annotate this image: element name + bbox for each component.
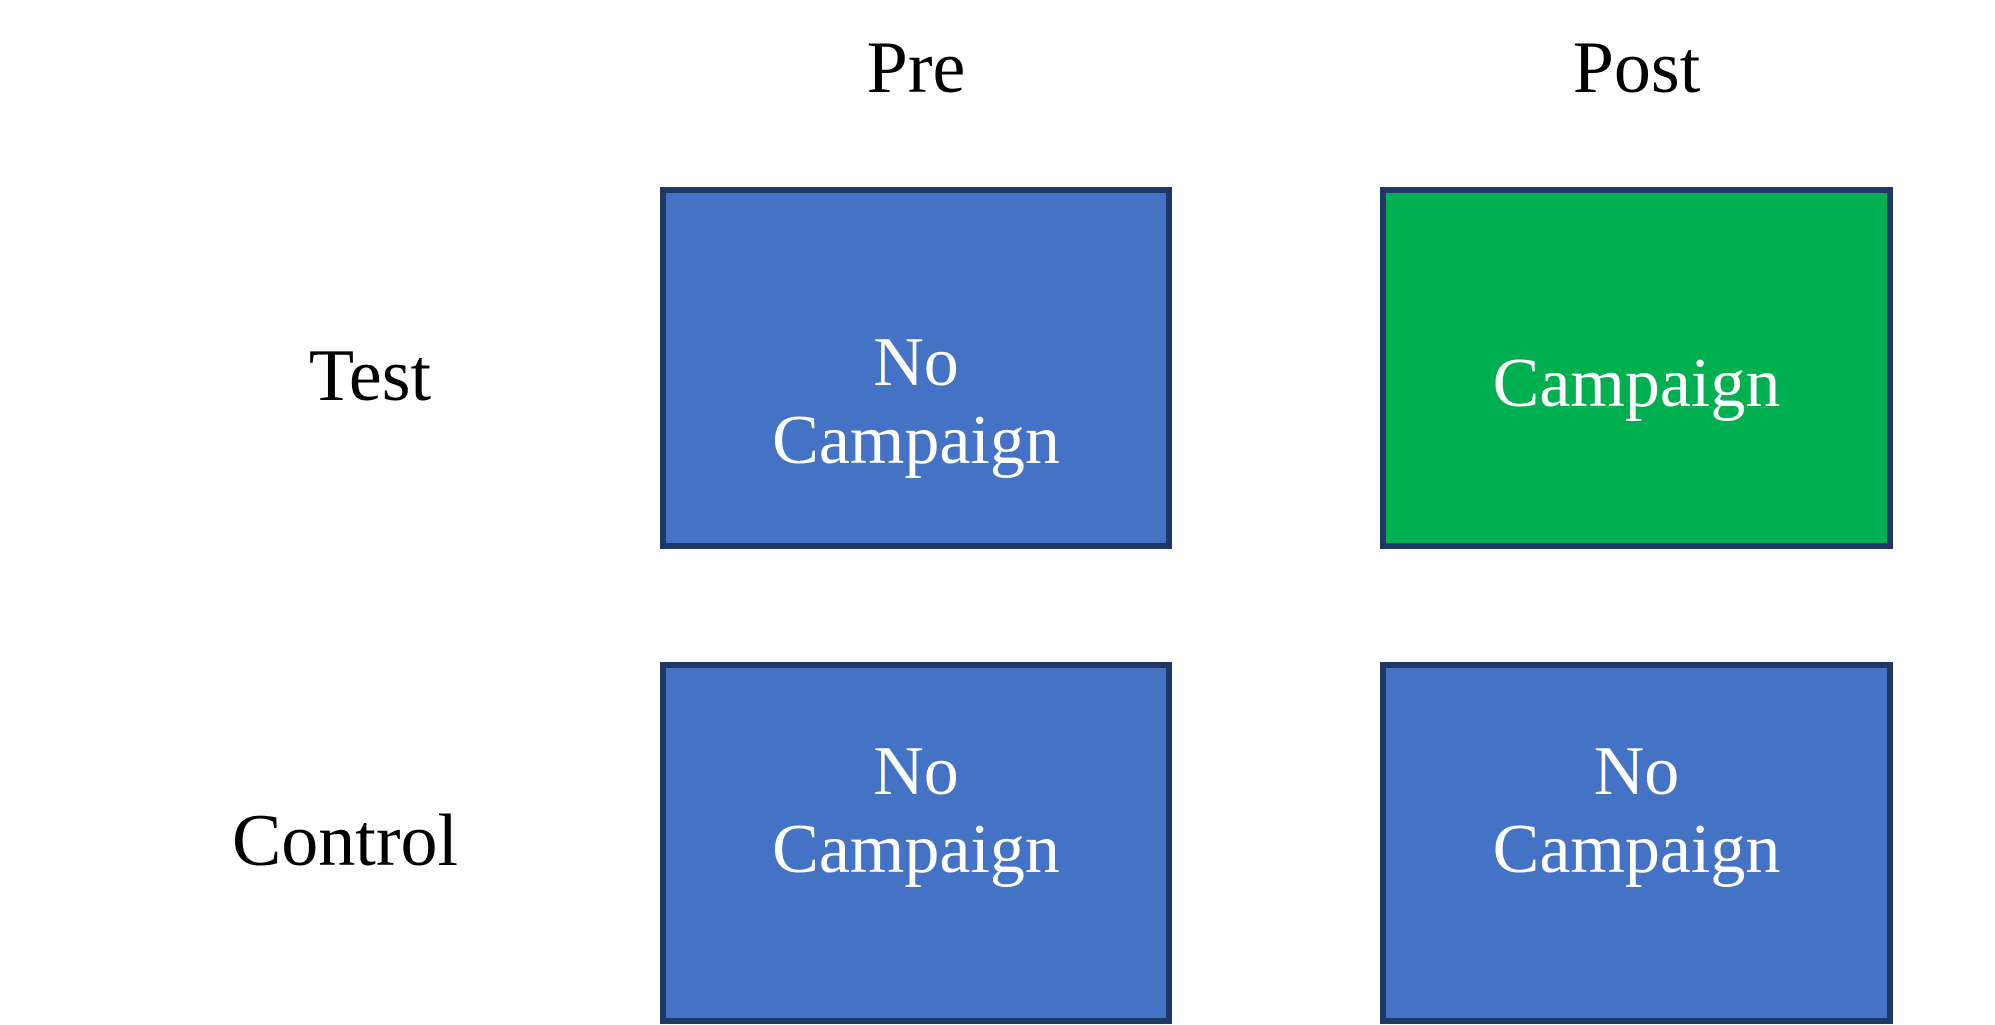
matrix-cell-test-post[interactable]: Campaign <box>1380 187 1893 549</box>
row-header-test: Test <box>308 335 432 417</box>
matrix-cell-test-pre[interactable]: No Campaign <box>660 187 1172 549</box>
matrix-cell-label: No Campaign <box>1492 732 1781 888</box>
column-header-post: Post <box>1572 27 1701 109</box>
column-header-pre: Pre <box>866 27 966 109</box>
matrix-cell-control-post[interactable]: No Campaign <box>1380 662 1893 1024</box>
matrix-cell-label: Campaign <box>1492 344 1781 422</box>
matrix-cell-label: No Campaign <box>772 732 1060 888</box>
matrix-cell-control-pre[interactable]: No Campaign <box>660 662 1172 1024</box>
matrix-cell-label: No Campaign <box>772 323 1060 479</box>
row-header-control: Control <box>231 800 459 882</box>
